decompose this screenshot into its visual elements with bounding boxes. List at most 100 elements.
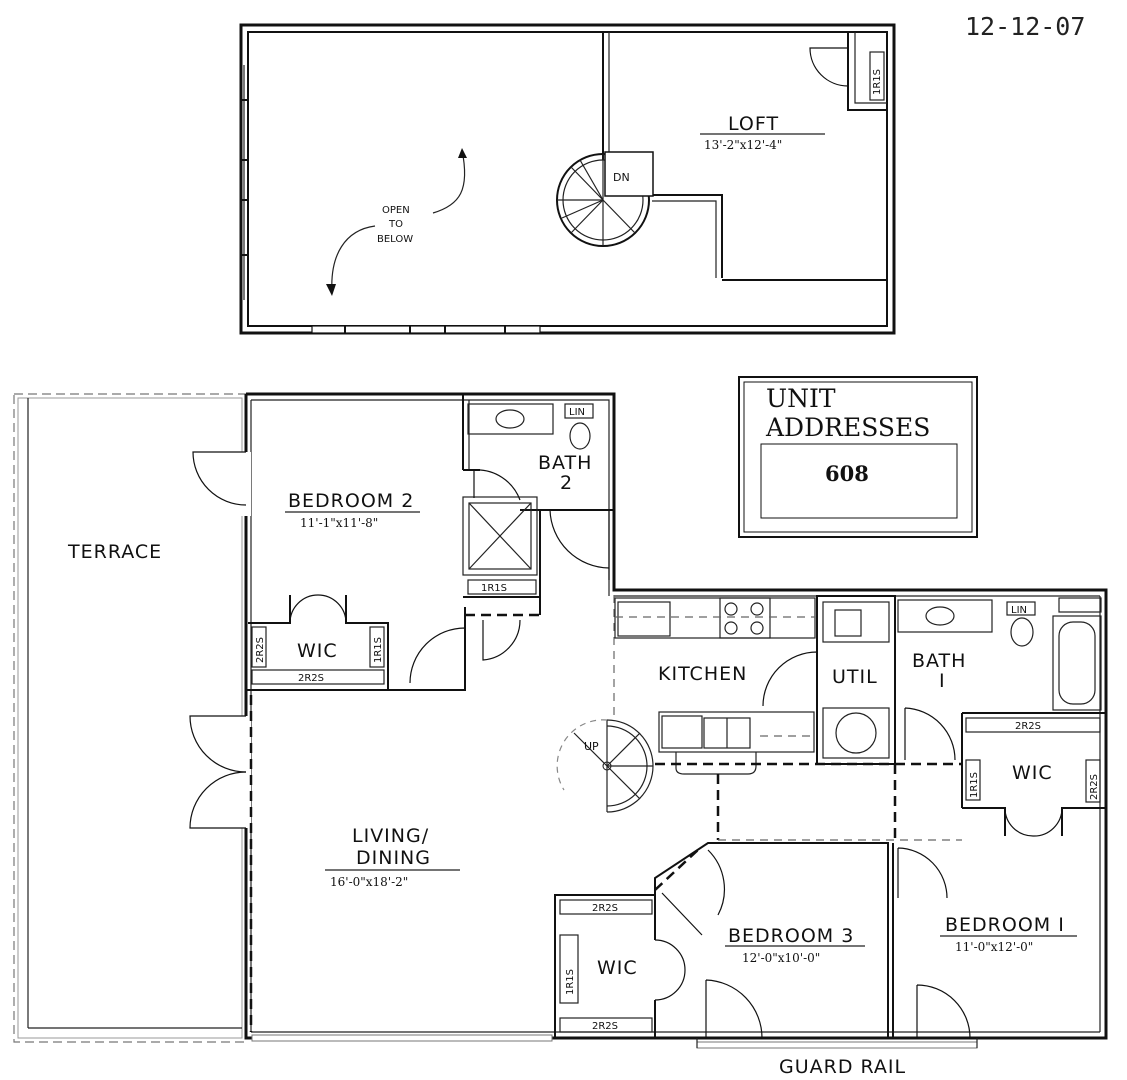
wic-bedroom1-doors [1004, 807, 1063, 837]
bath2-door [473, 469, 521, 501]
loft-closet-door [809, 47, 849, 87]
wic-label: WIC [597, 957, 638, 979]
svg-text:2R2S: 2R2S [255, 637, 266, 663]
kitchen-island [658, 711, 815, 753]
bath-1: LIN BATH I [894, 596, 1106, 808]
loft-closet-rod-label: 1R1S [872, 69, 883, 95]
main-exterior-walls [244, 392, 1108, 1040]
bedroom3-dimensions: 12'-0"x10'-0" [742, 951, 820, 965]
linen-closet [1006, 601, 1036, 616]
loft-closet: 1R1S [809, 32, 887, 111]
toilet-icon [569, 422, 591, 450]
wic-bedroom2: 2R2S 1R1S 2R2S WIC [248, 594, 389, 690]
svg-text:LIN: LIN [569, 407, 585, 418]
kitchen-counter-top [614, 597, 816, 639]
kitchen: KITCHEN [613, 595, 816, 775]
bath1-label: BATH [912, 650, 966, 672]
bath1-door [904, 707, 956, 761]
linen-closet [564, 403, 594, 419]
wic-label: WIC [1012, 762, 1053, 784]
bedroom3-label: BEDROOM 3 [728, 925, 854, 947]
toilet-icon [1010, 617, 1034, 647]
svg-text:2R2S: 2R2S [1089, 774, 1100, 800]
open-to-below-note: OPEN TO BELOW [326, 148, 467, 296]
bedroom1-balcony-door [916, 984, 971, 1039]
guard-rail: GUARD RAIL [251, 1034, 978, 1078]
bedroom-1: BEDROOM I 11'-0"x12'-0" [892, 843, 1077, 1039]
wic-bedroom2-doors [289, 594, 347, 624]
dryer-icon [822, 707, 890, 759]
living-label-line1: LIVING/ [352, 825, 429, 847]
guard-rail-label: GUARD RAIL [779, 1056, 906, 1078]
bath-2: LIN BATH 2 1R1S [462, 403, 614, 661]
bathtub [1052, 615, 1102, 711]
bedroom-2: BEDROOM 2 11'-1"x11'-8" [246, 394, 470, 691]
loft-dimensions: 13'-2"x12'-4" [704, 138, 782, 152]
loft-left-windows [241, 65, 248, 300]
arrow-head-icon [458, 148, 467, 158]
kitchen-label: KITCHEN [658, 663, 747, 685]
loft-plan: 1R1S DN LOFT 13'-2"x12'-4" OPEN TO BELOW [239, 23, 896, 335]
svg-text:LIN: LIN [1011, 605, 1027, 616]
bedroom1-dimensions: 11'-0"x12'-0" [955, 940, 1033, 954]
wic-bedroom3: 2R2S 1R1S 2R2S WIC [554, 894, 686, 1038]
svg-text:2R2S: 2R2S [1015, 721, 1041, 732]
svg-text:BELOW: BELOW [377, 234, 413, 245]
washer-icon [822, 601, 890, 643]
utility-room: UTIL [762, 595, 896, 765]
unit-address-box: UNIT ADDRESSES 608 [738, 376, 978, 538]
sink-icon [495, 409, 525, 429]
wic-label: WIC [297, 640, 338, 662]
living-label-line2: DINING [356, 847, 431, 869]
svg-text:OPEN: OPEN [382, 205, 410, 216]
svg-text:2R2S: 2R2S [298, 673, 324, 684]
address-title-line2: ADDRESSES [765, 413, 930, 442]
loft-bottom-windows [311, 325, 541, 334]
bath2-label: BATH [538, 452, 592, 474]
terrace-door-bedroom2 [192, 451, 251, 516]
closet-door [482, 619, 521, 661]
unit-number: 608 [825, 461, 869, 486]
living-dining: LIVING/ DINING 16'-0"x18'-2" [249, 695, 460, 1032]
bath2-entry-door [549, 509, 610, 580]
dishwasher [661, 715, 703, 749]
bedroom2-label: BEDROOM 2 [288, 490, 414, 512]
svg-text:1R1S: 1R1S [969, 772, 980, 798]
open-arrow-left [331, 225, 376, 293]
spiral-stair-down: DN [556, 151, 654, 247]
bath1-label-number: I [939, 670, 946, 692]
util-label: UTIL [832, 666, 878, 688]
loft-outer-wall [239, 23, 896, 335]
bedroom-3: BEDROOM 3 12'-0"x10'-0" [654, 842, 889, 1039]
hallway-outline [655, 762, 962, 841]
bath2-label-number: 2 [560, 472, 573, 494]
loft-rail-lower [652, 194, 723, 278]
living-dimensions: 16'-0"x18'-2" [330, 875, 408, 889]
spiral-stair-up: UP [556, 719, 654, 813]
loft-label: LOFT [728, 113, 779, 135]
plan-date: 12-12-07 [965, 12, 1085, 41]
bedroom1-label: BEDROOM I [945, 914, 1065, 936]
bedroom2-door [409, 627, 466, 684]
bedroom1-door [897, 847, 948, 899]
bedroom3-balcony-door [705, 979, 763, 1039]
svg-text:2R2S: 2R2S [592, 903, 618, 914]
svg-text:1R1S: 1R1S [373, 637, 384, 663]
cooktop-icon [719, 597, 771, 639]
stair-down-label: DN [613, 171, 630, 184]
svg-text:1R1S: 1R1S [481, 583, 507, 594]
sink-icon [925, 606, 955, 626]
open-arrow-right [432, 149, 466, 214]
wic-bedroom1: 2R2S 1R1S 2R2S WIC [962, 717, 1106, 837]
bedroom2-dimensions: 11'-1"x11'-8" [300, 516, 378, 530]
wic-bedroom3-doors [654, 939, 686, 1001]
address-title-line1: UNIT [766, 384, 836, 413]
arrow-head-icon [326, 284, 336, 296]
loft-inner-wall [247, 31, 888, 327]
svg-text:2R2S: 2R2S [592, 1021, 618, 1032]
stair-up-label: UP [584, 740, 599, 753]
terrace-label: TERRACE [67, 541, 162, 563]
terrace-double-door [189, 715, 251, 829]
shower-stall [462, 496, 538, 576]
